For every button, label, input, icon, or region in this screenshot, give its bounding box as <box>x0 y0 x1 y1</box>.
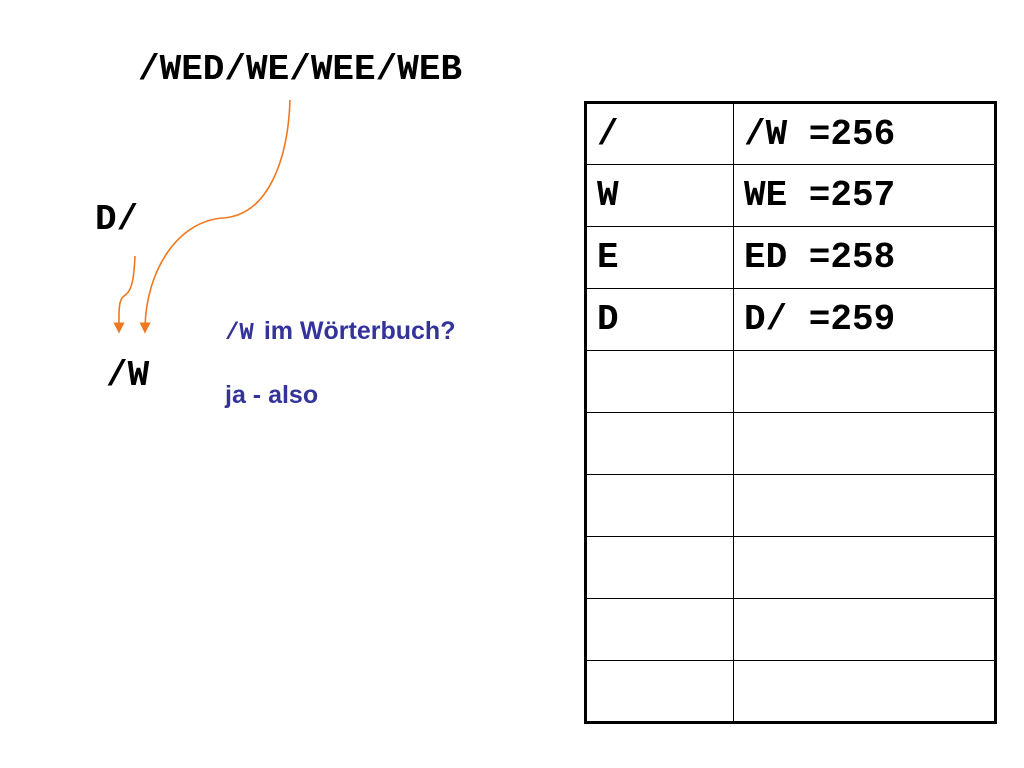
table-row: E ED =258 <box>585 226 996 289</box>
table-row <box>585 350 996 413</box>
table-cell-symbol <box>585 660 734 723</box>
table-cell-entry: WE =257 <box>733 164 996 227</box>
table-cell-symbol <box>585 350 734 413</box>
dictionary-table: / /W =256 W WE =257 E ED =258 D D/ =259 <box>584 101 997 724</box>
arrow-from-input-string <box>139 99 291 334</box>
table-cell-symbol <box>585 598 734 661</box>
arrow-from-prefix-token <box>113 255 136 334</box>
input-string: /WED/WE/WEE/WEB <box>138 49 463 90</box>
table-row <box>585 660 996 723</box>
prefix-token: D/ <box>95 199 139 240</box>
table-cell-entry <box>733 474 996 537</box>
table-cell-entry <box>733 598 996 661</box>
table-row <box>585 412 996 475</box>
table-cell-entry: D/ =259 <box>733 288 996 351</box>
question-text: im Wörterbuch? <box>263 317 456 345</box>
table-cell-symbol: E <box>585 226 734 289</box>
table-cell-symbol <box>585 536 734 599</box>
question-code: /W <box>225 320 254 347</box>
table-cell-entry: /W =256 <box>733 102 996 165</box>
table-cell-entry <box>733 660 996 723</box>
table-cell-entry: ED =258 <box>733 226 996 289</box>
table-row: W WE =257 <box>585 164 996 227</box>
dictionary-question: /W im Wörterbuch? <box>225 314 455 351</box>
table-cell-entry <box>733 536 996 599</box>
table-cell-symbol: W <box>585 164 734 227</box>
table-cell-symbol: D <box>585 288 734 351</box>
table-row <box>585 598 996 661</box>
table-cell-entry <box>733 412 996 475</box>
current-token: /W <box>106 355 150 396</box>
table-row: D D/ =259 <box>585 288 996 351</box>
dictionary-answer: ja - also <box>225 381 319 409</box>
table-row: / /W =256 <box>585 102 996 165</box>
table-cell-symbol <box>585 474 734 537</box>
table-row <box>585 474 996 537</box>
table-cell-symbol: / <box>585 102 734 165</box>
table-cell-symbol <box>585 412 734 475</box>
table-row <box>585 536 996 599</box>
table-cell-entry <box>733 350 996 413</box>
